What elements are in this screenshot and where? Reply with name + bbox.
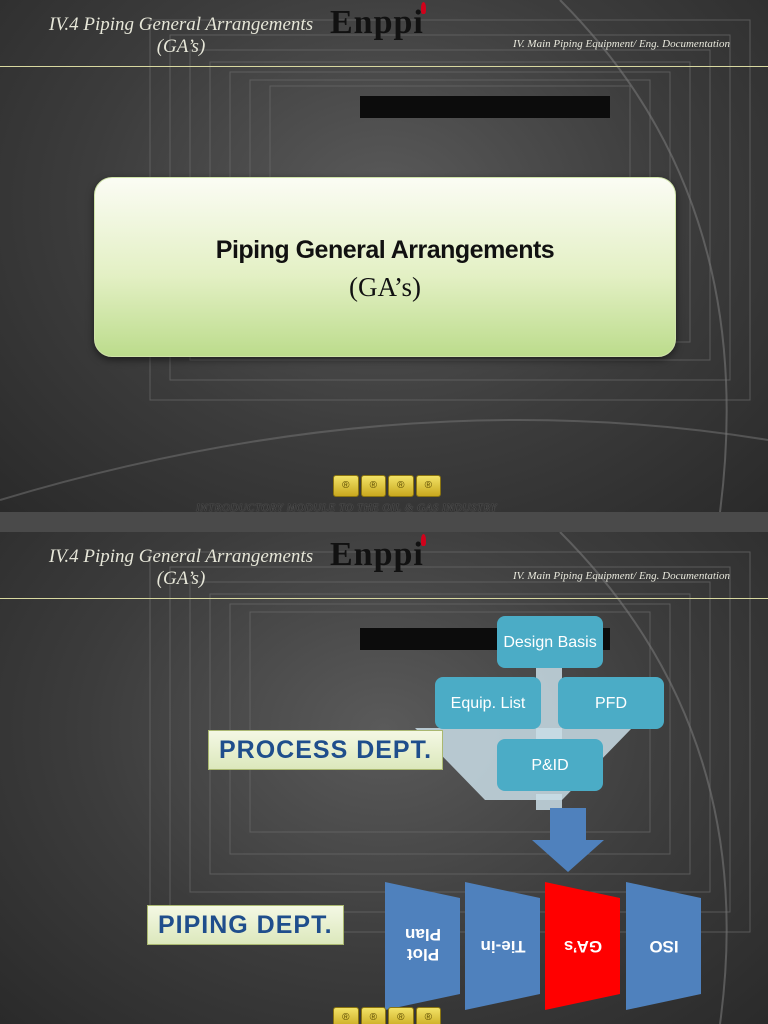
enppi-logo: Enppi — [330, 534, 426, 574]
piping-dept-label: PIPING DEPT. — [147, 905, 344, 945]
header-title-line1: IV.4 Piping General Arrangements — [48, 546, 314, 567]
output-label-iso: ISO — [649, 937, 679, 956]
header-divider — [0, 598, 768, 599]
header-title-line1: IV.4 Piping General Arrangements — [48, 14, 314, 35]
header-divider — [0, 66, 768, 67]
slide-1: IV.4 Piping General Arrangements (GA’s) … — [0, 0, 768, 512]
flame-icon — [420, 534, 426, 546]
logo-text: Enppi — [330, 4, 424, 41]
flow-box-equip-list: Equip. List — [435, 677, 541, 729]
header-subtitle: IV. Main Piping Equipment/ Eng. Document… — [512, 38, 730, 50]
header-title-line2: (GA’s) — [156, 568, 206, 589]
title-box: Piping General Arrangements (GA’s) — [94, 177, 676, 357]
footer-logo-mark: ® — [333, 475, 359, 497]
logo-text: Enppi — [330, 536, 424, 573]
header-subtitle: IV. Main Piping Equipment/ Eng. Document… — [512, 570, 730, 582]
output-shape-plot-plan — [385, 882, 460, 1010]
footer-logo-mark: ® — [415, 475, 441, 497]
output-shape-gas — [545, 882, 620, 1010]
slide-separator — [0, 512, 768, 532]
footer-logo-mark: ® — [388, 1007, 414, 1024]
slide-title: Piping General Arrangements — [215, 236, 555, 264]
footer-text: INTRODUCTORY MODULE TO THE OIL & GAS IND… — [196, 502, 498, 512]
output-shape-tie-in — [465, 882, 540, 1010]
output-shape-iso — [626, 882, 701, 1010]
output-label-plot-plan: Plot Plan — [405, 925, 441, 964]
flow-box-design-basis: Design Basis — [497, 616, 603, 668]
process-dept-label: PROCESS DEPT. — [208, 730, 444, 770]
slide-subtitle: (GA’s) — [349, 272, 421, 302]
header-title: IV.4 Piping General Arrangements (GA’s) — [16, 14, 346, 58]
footer-logos: ® ® ® ® — [333, 475, 441, 497]
slide-2: IV.4 Piping General Arrangements (GA’s) … — [0, 532, 768, 1024]
footer-logo-mark: ® — [388, 475, 414, 497]
output-label-gas: GA’s — [563, 937, 603, 956]
enppi-logo: Enppi — [330, 2, 426, 42]
footer-logo-mark: ® — [415, 1007, 441, 1024]
flow-box-pfd: PFD — [558, 677, 664, 729]
footer-logo-mark: ® — [360, 475, 386, 497]
flow-box-pid: P&ID — [497, 739, 603, 791]
flame-icon — [420, 2, 426, 14]
footer-logo-mark: ® — [333, 1007, 359, 1024]
down-arrow-icon — [532, 808, 604, 872]
header-title: IV.4 Piping General Arrangements (GA’s) — [16, 546, 346, 590]
output-label-tie-in: Tie-in — [480, 937, 526, 956]
header-title-line2: (GA’s) — [156, 36, 206, 57]
footer-logos: ® ® ® ® — [333, 1007, 441, 1024]
footer-logo-mark: ® — [360, 1007, 386, 1024]
